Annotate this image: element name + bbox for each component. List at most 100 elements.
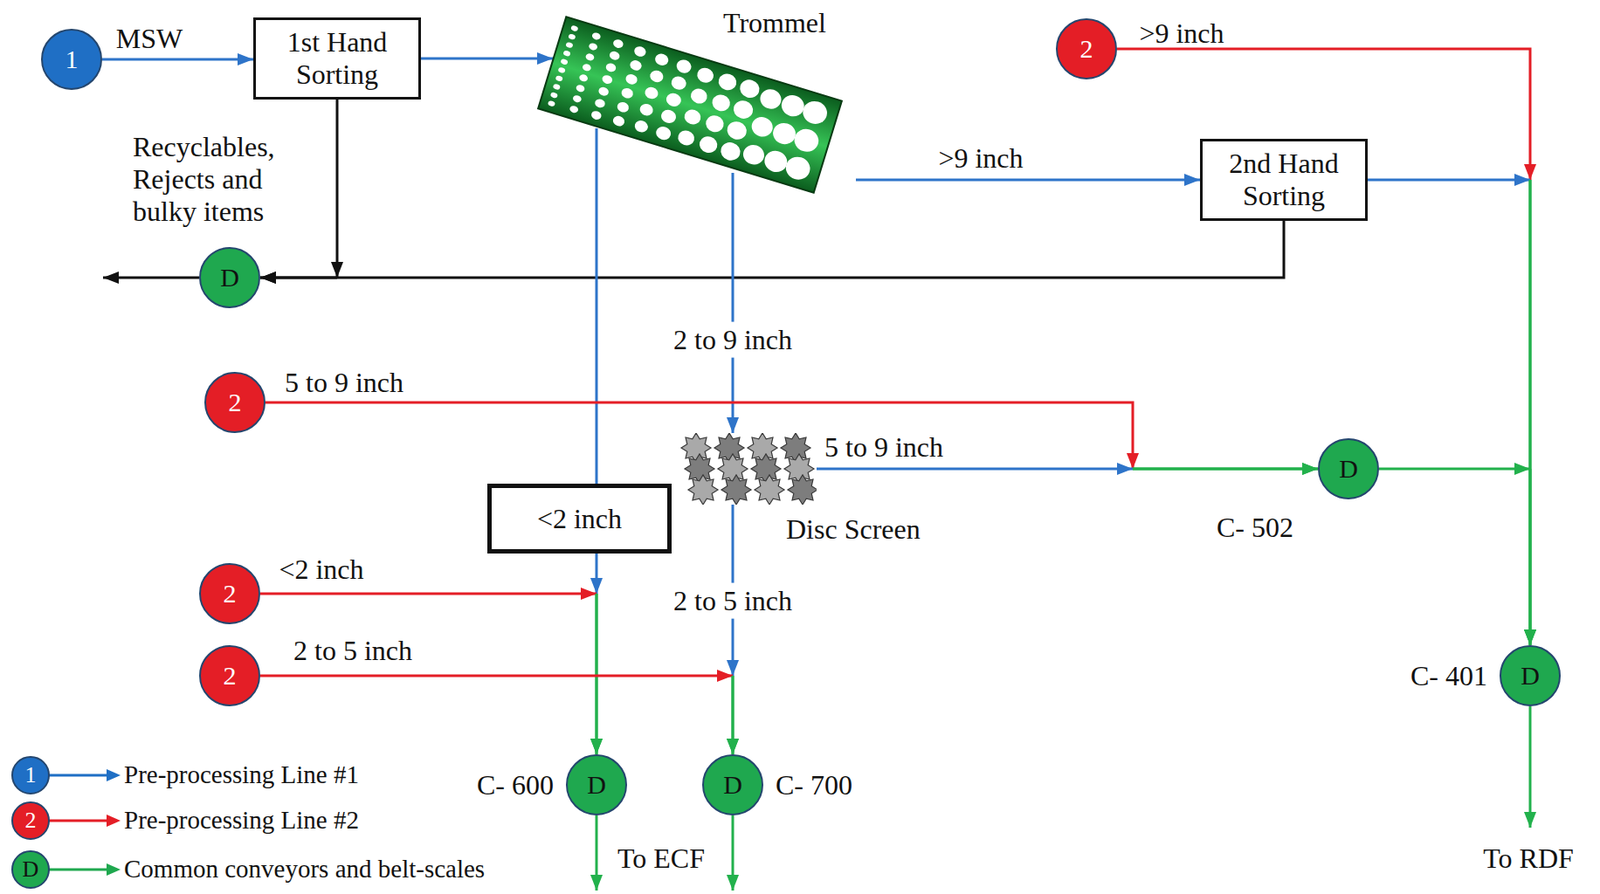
flow-size-label: 2 to 5 inch bbox=[293, 634, 413, 668]
circle-label: 2 bbox=[223, 661, 237, 692]
conveyor-line bbox=[595, 593, 599, 755]
conveyor-line bbox=[1529, 468, 1532, 646]
flow-connector bbox=[420, 58, 553, 60]
conveyor-scale-circle: DC- 700 bbox=[702, 754, 764, 816]
trommel-hole bbox=[585, 52, 596, 62]
conveyor-scale-circle: DC- 600 bbox=[565, 754, 628, 816]
trommel-hole bbox=[559, 58, 568, 66]
disc-gear bbox=[717, 454, 748, 484]
trommel-hole bbox=[565, 41, 573, 49]
trommel-hole bbox=[557, 66, 566, 74]
conveyor-scale-circle: D bbox=[199, 247, 261, 309]
trommel-hole bbox=[724, 118, 749, 142]
disc-gear bbox=[787, 475, 817, 505]
process-box: 2nd Hand Sorting bbox=[1200, 138, 1368, 221]
legend-circle-number: 2 bbox=[25, 807, 37, 835]
legend-line bbox=[48, 774, 109, 778]
conveyor-line bbox=[1529, 179, 1532, 646]
trommel-hole bbox=[608, 49, 621, 62]
flow-size-label: 2 to 9 inch bbox=[669, 322, 796, 359]
flow-line bbox=[731, 172, 735, 434]
line-number-circle: 2 bbox=[1055, 18, 1118, 80]
trommel-hole bbox=[591, 31, 602, 41]
line-number-circle: 2 bbox=[204, 372, 266, 434]
trommel-hole bbox=[570, 24, 579, 32]
flow-line bbox=[595, 128, 599, 484]
flow-line bbox=[1379, 468, 1531, 471]
trommel-hole bbox=[562, 49, 571, 57]
disc-gear bbox=[754, 475, 785, 505]
flow-size-label: >9 inch bbox=[1138, 17, 1224, 50]
ecf-outlet-arrow bbox=[731, 815, 735, 891]
trommel-hole bbox=[791, 125, 821, 155]
conveyor-line bbox=[1132, 468, 1318, 471]
flow-line bbox=[816, 468, 1133, 471]
trommel-hole bbox=[648, 68, 665, 84]
trommel-hole bbox=[758, 86, 785, 111]
equipment-label: Disc Screen bbox=[786, 513, 921, 546]
trommel-hole bbox=[612, 38, 625, 50]
box-label: 2nd Hand Sorting bbox=[1209, 147, 1359, 213]
flow-connector bbox=[1379, 468, 1531, 646]
trommel-hole bbox=[628, 58, 643, 72]
trommel-hole bbox=[547, 100, 556, 108]
legend-text: Pre-processing Line #2 bbox=[124, 806, 359, 835]
process-box: 1st Hand Sorting bbox=[253, 17, 421, 100]
trommel-hole bbox=[669, 75, 689, 92]
trommel-hole bbox=[590, 110, 603, 122]
flow-line bbox=[260, 220, 1284, 278]
trommel-hole bbox=[783, 153, 814, 183]
flow-connector bbox=[596, 128, 598, 484]
flow-line bbox=[336, 99, 339, 278]
trommel-hole bbox=[703, 113, 726, 135]
trommel-hole bbox=[615, 100, 630, 114]
disc-gear bbox=[784, 454, 814, 484]
trommel-hole bbox=[664, 91, 683, 109]
line-number-circle: 2 bbox=[199, 563, 261, 625]
trommel-drum bbox=[535, 10, 845, 200]
disc-gear bbox=[714, 433, 745, 463]
conveyor-line bbox=[731, 675, 735, 755]
outlet-label: To ECF bbox=[617, 842, 705, 876]
legend-arrowhead bbox=[106, 814, 121, 828]
flow-line bbox=[731, 504, 735, 676]
trommel-hole bbox=[697, 134, 720, 156]
flow-connector bbox=[596, 553, 598, 755]
line-number-circle: 2 bbox=[199, 645, 261, 707]
trommel-hole bbox=[611, 114, 626, 128]
flow-line bbox=[1367, 179, 1531, 182]
circle-label: D bbox=[586, 770, 607, 801]
trommel-hole bbox=[800, 98, 830, 128]
flow-connector bbox=[260, 593, 597, 755]
legend-text: Pre-processing Line #1 bbox=[124, 760, 359, 790]
conveyor-label: C- 600 bbox=[476, 769, 554, 802]
disc-screen: Disc Screen bbox=[676, 433, 817, 505]
trommel-hole bbox=[555, 75, 564, 83]
trommel-hole bbox=[600, 74, 614, 86]
box-label: 1st Hand Sorting bbox=[262, 26, 412, 91]
legend-line bbox=[48, 820, 109, 823]
legend-arrowhead bbox=[106, 863, 121, 876]
trommel-hole bbox=[605, 62, 618, 74]
flow-connector bbox=[816, 468, 1318, 470]
trommel-body bbox=[537, 16, 842, 194]
disc-gear bbox=[688, 475, 718, 505]
flow-connector bbox=[732, 172, 734, 434]
disc-gear bbox=[751, 454, 781, 484]
disc-gear bbox=[684, 454, 715, 484]
trommel-hole bbox=[643, 85, 660, 101]
legend-circle-number: D bbox=[22, 856, 40, 883]
flow-size-label: 2 to 5 inch bbox=[669, 583, 796, 620]
disc-gear bbox=[721, 475, 752, 505]
trommel-hole bbox=[581, 62, 593, 72]
trommel-hole bbox=[593, 97, 607, 110]
trommel-hole bbox=[737, 77, 762, 101]
trommel-hole bbox=[770, 120, 799, 148]
flow-connector bbox=[260, 99, 338, 278]
outlet-label: To RDF bbox=[1482, 842, 1574, 876]
trommel-hole bbox=[689, 86, 710, 106]
trommel-hole bbox=[587, 41, 599, 51]
circle-label: 2 bbox=[228, 387, 242, 419]
